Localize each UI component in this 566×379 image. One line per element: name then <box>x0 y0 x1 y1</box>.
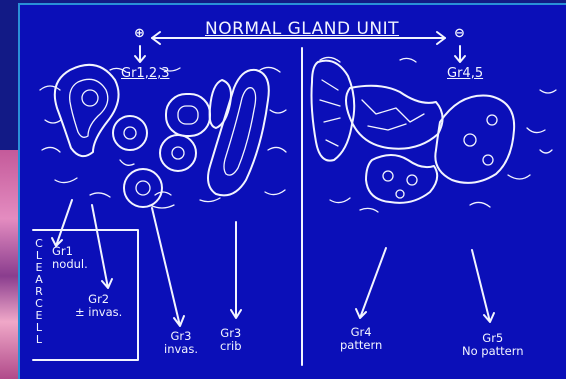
arrow-gr3-crib <box>231 222 241 318</box>
clear-cell-label: CLEAR CELL <box>33 238 45 346</box>
diagram-title: NORMAL GLAND UNIT <box>205 21 399 38</box>
gland-cluster-right <box>435 96 514 183</box>
minus-sign-icon: ⊖ <box>454 27 465 40</box>
label-gr3-crib: Gr3 crib <box>220 327 242 353</box>
label-gr4-line2: pattern <box>340 339 382 352</box>
left-group-label: Gr1,2,3 <box>121 67 170 80</box>
plus-stem <box>135 46 145 62</box>
label-gr3-line2: invas. <box>164 343 198 356</box>
right-group-label: Gr4,5 <box>447 67 483 80</box>
arrow-gr3 <box>152 208 184 326</box>
label-gr2-line2: ± invas. <box>75 306 122 319</box>
label-gr5: Gr5 No pattern <box>462 332 524 358</box>
gland-elongated <box>208 70 269 196</box>
gland-round-small-1 <box>113 116 147 150</box>
gland-cluster-bottom <box>366 155 437 203</box>
gland-tubular <box>210 80 231 128</box>
label-gr2: Gr2 ± invas. <box>75 293 122 319</box>
gland-cluster-center <box>346 86 443 149</box>
label-gr5-line2: No pattern <box>462 345 524 358</box>
gland-round-bottom <box>124 169 162 207</box>
arrow-gr1 <box>52 200 72 246</box>
minus-stem <box>455 46 465 62</box>
plus-sign-icon: ⊕ <box>134 27 145 40</box>
arrow-gr4 <box>356 248 386 318</box>
label-gr1-line2: nodul. <box>52 258 88 271</box>
label-gr3: Gr3 invas. <box>164 330 198 356</box>
gland-round-small-2 <box>160 135 196 171</box>
label-gr1: Gr1 nodul. <box>52 245 88 271</box>
arrow-gr2 <box>92 205 112 288</box>
label-gr3-crib-line2: crib <box>220 340 242 353</box>
arrow-gr5 <box>472 250 494 322</box>
label-gr4: Gr4 pattern <box>340 326 382 352</box>
gland-large-pear <box>55 65 119 156</box>
gland-oval-top <box>166 94 210 136</box>
